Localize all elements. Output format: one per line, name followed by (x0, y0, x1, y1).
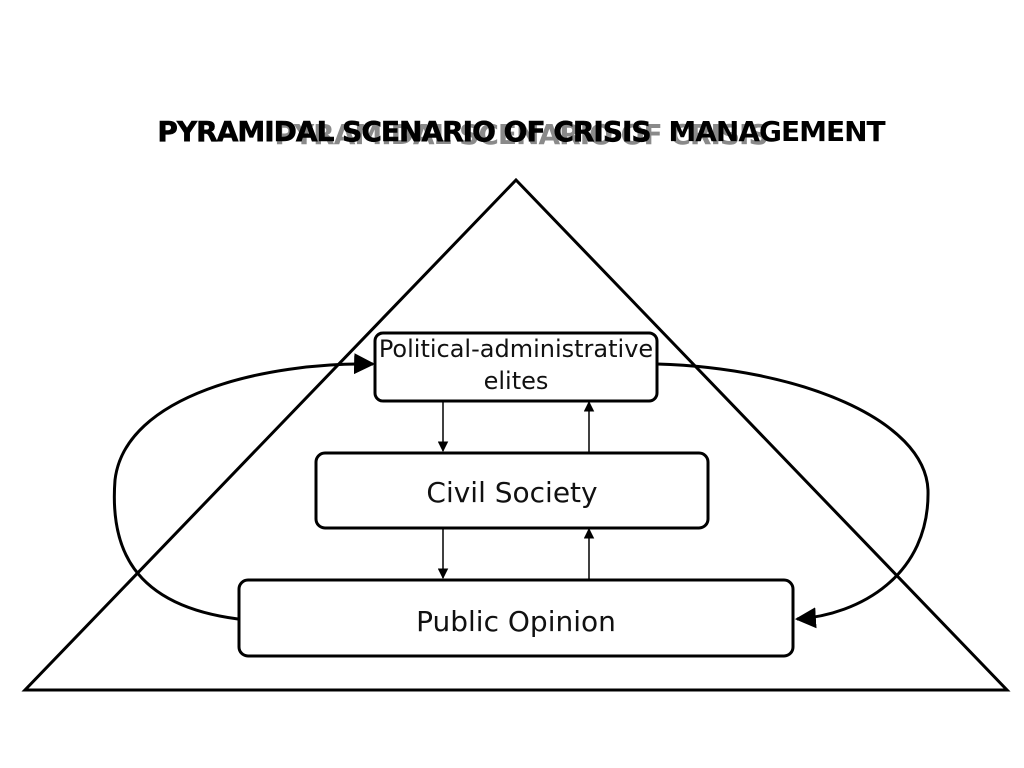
elites-label-line1: Political-administrative (379, 335, 653, 363)
elites-box (373, 331, 659, 403)
public-opinion-label: Public Opinion (416, 605, 616, 638)
elites-label-line2: elites (484, 367, 549, 395)
pyramid-triangle (21, 177, 1011, 692)
loop-arrow-left (112, 353, 376, 621)
public-opinion-box (237, 578, 795, 658)
title-part2: MANAGEMENT (668, 115, 885, 148)
title-shadow-part1: PYRAMIDAL SCENARIO OF CRISIS (274, 118, 767, 151)
civil-society-label: Civil Society (426, 476, 597, 509)
title-part1: PYRAMIDAL SCENARIO OF CRISIS (157, 115, 650, 148)
page-title: PYRAMIDAL SCENARIO OF CRISIS MANAGEMENT (157, 115, 885, 148)
title-shadow: PYRAMIDAL SCENARIO OF CRISIS (274, 118, 767, 151)
loop-arrow-right (656, 362, 930, 629)
civil-society-box (314, 451, 710, 530)
